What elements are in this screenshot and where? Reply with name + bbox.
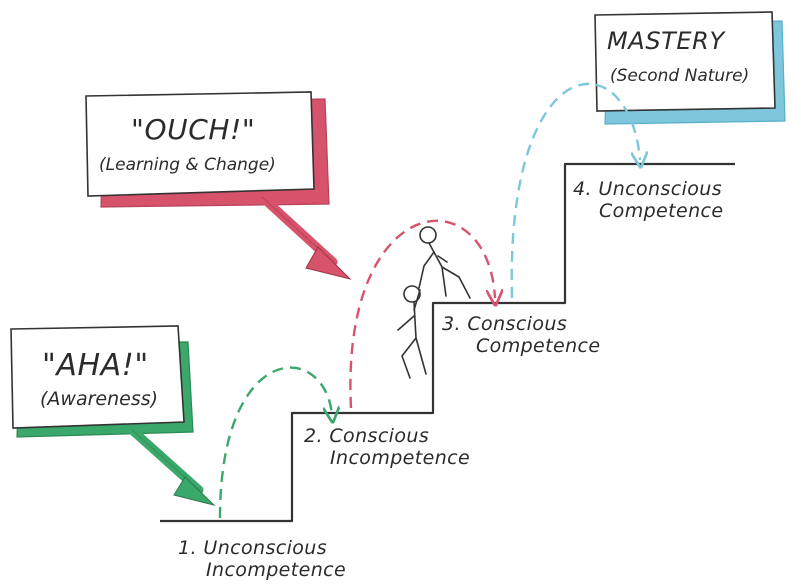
step-2-label: 2. Conscious Incompetence	[304, 425, 470, 470]
step-4-number: 4.	[573, 178, 592, 200]
step-1-label: 1. Unconscious Incompetence	[178, 537, 346, 582]
step-4-line2: Competence	[599, 200, 724, 223]
step-3-line1: Conscious	[467, 313, 568, 335]
aha-subtitle: (Awareness)	[40, 388, 159, 410]
step-3-number: 3.	[442, 313, 461, 335]
blue-progress-arc	[510, 82, 640, 299]
step-1-line1: Unconscious	[203, 537, 328, 559]
step-2-number: 2.	[304, 425, 323, 447]
step-4-line1: Unconscious	[598, 178, 723, 200]
mastery-title: MASTERY	[607, 27, 725, 55]
step-2-line2: Incompetence	[330, 447, 471, 470]
staircase	[160, 162, 735, 523]
ouch-callout	[85, 91, 352, 280]
step-1-line2: Incompetence	[206, 559, 347, 582]
aha-callout	[10, 325, 216, 506]
stick-figure-helper	[418, 226, 471, 299]
step-3-label: 3. Conscious Competence	[442, 313, 600, 358]
ouch-arrow	[257, 192, 352, 280]
step-1-number: 1.	[178, 537, 197, 559]
aha-title: "AHA!"	[42, 348, 149, 383]
ouch-title: "OUCH!"	[131, 113, 256, 146]
ouch-subtitle: (Learning & Change)	[99, 155, 276, 175]
red-progress-arc	[349, 219, 495, 409]
green-progress-arc	[218, 366, 332, 519]
mastery-callout	[594, 11, 786, 125]
mastery-subtitle: (Second Nature)	[610, 66, 750, 86]
stick-figure-climber	[397, 285, 427, 379]
step-2-line1: Conscious	[329, 425, 430, 447]
aha-arrow	[127, 425, 216, 506]
step-4-label: 4. Unconscious Competence	[573, 178, 723, 223]
step-3-line2: Competence	[476, 335, 601, 358]
